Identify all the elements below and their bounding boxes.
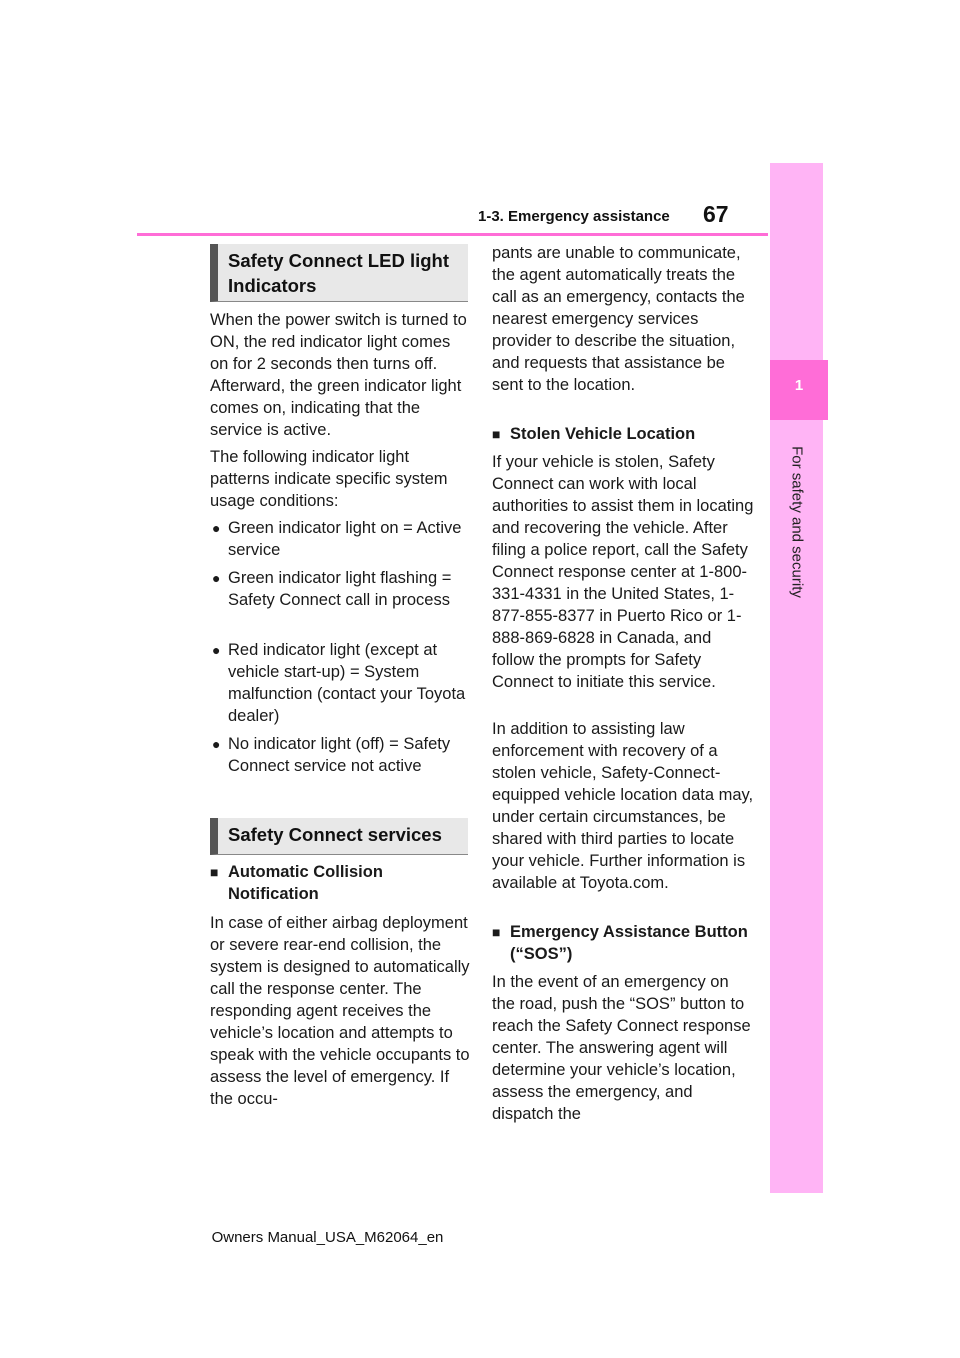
chapter-side-tab xyxy=(770,163,823,1193)
subheading-text: Emergency Assistance Button (“SOS”) xyxy=(510,923,748,963)
document-id-footer: Owners Manual_USA_M62064_en xyxy=(211,1229,444,1246)
square-bullet-icon: ■ xyxy=(210,864,219,880)
heading-services: Safety Connect services xyxy=(210,818,468,855)
paragraph-light-patterns: The following indicator light patterns i… xyxy=(210,448,448,510)
list-item-text: Red indicator light (except at vehicle s… xyxy=(228,641,466,725)
subheading-sos-button: ■ Emergency Assistance Button (“SOS”) xyxy=(492,921,754,965)
list-item-text: No indicator light (off) = Safety Connec… xyxy=(228,735,451,775)
section-title: 1-3. Emergency assistance xyxy=(478,208,670,225)
paragraph-stolen-vehicle: If your vehicle is stolen, Safety Connec… xyxy=(492,453,754,691)
subheading-collision-notification: ■ Automatic Collision Notification xyxy=(210,861,472,905)
header-rule xyxy=(137,233,768,236)
list-item-text: Green indicator light on = Active servic… xyxy=(228,519,462,559)
bullet-icon: ● xyxy=(212,520,221,536)
bullet-icon: ● xyxy=(212,570,221,586)
paragraph-power-switch: When the power switch is turned to ON, t… xyxy=(210,311,467,439)
page-number: 67 xyxy=(703,201,729,227)
square-bullet-icon: ■ xyxy=(492,426,501,442)
subheading-text: Stolen Vehicle Location xyxy=(510,425,696,443)
heading-led-indicators: Safety Connect LED light Indicators xyxy=(210,244,468,302)
square-bullet-icon: ■ xyxy=(492,924,501,940)
list-item: ● Green indicator light flashing = Safet… xyxy=(212,567,476,611)
paragraph-collision-notification: In case of either airbag deployment or s… xyxy=(210,914,470,1108)
bullet-icon: ● xyxy=(212,736,221,752)
chapter-number-box xyxy=(770,360,828,420)
bullet-icon: ● xyxy=(212,642,221,658)
list-item-text: Green indicator light flashing = Safety … xyxy=(228,569,452,609)
paragraph-collision-continued: pants are unable to communicate, the age… xyxy=(492,244,745,394)
list-item: ● Green indicator light on = Active serv… xyxy=(212,517,476,561)
subheading-text: Automatic Collision Notification xyxy=(228,863,383,903)
chapter-number: 1 xyxy=(794,377,804,394)
list-item: ● No indicator light (off) = Safety Conn… xyxy=(212,733,476,777)
paragraph-sos-button: In the event of an emergency on the road… xyxy=(492,973,751,1123)
paragraph-law-enforcement: In addition to assisting law enforcement… xyxy=(492,720,754,892)
list-item: ● Red indicator light (except at vehicle… xyxy=(212,639,476,727)
subheading-stolen-vehicle: ■ Stolen Vehicle Location xyxy=(492,423,754,445)
chapter-label: For safety and security xyxy=(788,446,806,598)
